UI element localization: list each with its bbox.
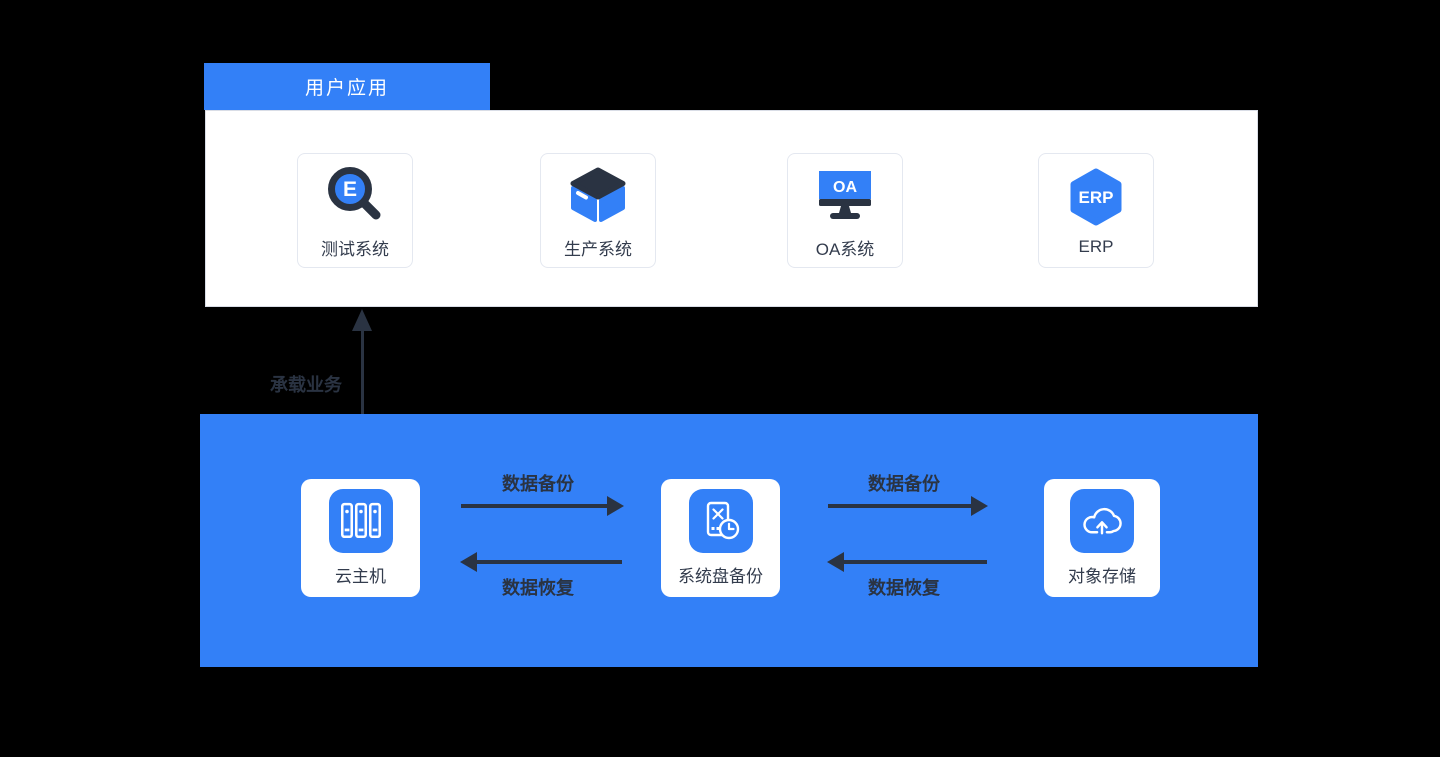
server-rack-icon [340,502,381,539]
node-system-disk-backup: 系统盘备份 [661,479,780,597]
hexagon-icon: ERP [1067,164,1125,230]
magnifier-icon-letter: E [343,178,357,201]
cube-icon [570,167,626,222]
app-card-erp: ERP ERP [1038,153,1154,268]
app-card-test-system: E 测试系统 [297,153,413,268]
monitor-icon: OA [819,170,871,219]
infrastructure-panel: 云主机 数据备份 数据恢复 系统盘备份 数据备份 [200,414,1258,667]
app-card-production-system: 生产系统 [540,153,656,268]
app-card-label: 测试系统 [321,239,389,259]
app-card-label: ERP [1078,237,1114,256]
monitor-icon: OA [816,162,874,228]
backup-flow-label: 数据备份 [868,474,940,494]
node-label: 对象存储 [1068,567,1136,586]
restore-flow-label: 数据恢复 [868,578,940,598]
node-label: 云主机 [335,567,386,586]
hexagon-icon-text: ERP [1079,188,1114,207]
restore-flow-label: 数据恢复 [502,578,574,598]
cloud-upload-icon [1070,489,1134,553]
server-rack-icon [328,489,393,553]
magnifier-e-icon: E [328,166,381,219]
app-card-label: OA系统 [815,239,875,259]
restore-arrow-left [827,552,987,572]
backup-arrow-right [828,496,988,516]
backup-arrow-right [461,496,624,516]
carry-business-arrowhead-icon [352,309,372,331]
backup-flow-label: 数据备份 [502,474,574,494]
node-label: 系统盘备份 [678,567,763,586]
user-apps-tab: 用户应用 [204,63,490,110]
hexagon-icon: ERP [1070,168,1122,226]
disk-backup-clock-icon [706,501,739,540]
carry-business-arrow-line [361,330,364,478]
user-apps-panel: E 测试系统 生产系统 OA [205,110,1258,307]
disk-backup-clock-icon [688,489,753,553]
node-cloud-host: 云主机 [301,479,420,597]
app-card-label: 生产系统 [564,239,632,259]
carry-business-label: 承载业务 [270,375,342,395]
node-object-storage: 对象存储 [1044,479,1160,597]
monitor-screen-text: OA [833,179,857,196]
magnifier-icon: E [324,162,386,228]
app-card-oa-system: OA OA系统 [787,153,903,268]
cube-icon [568,162,628,228]
cloud-upload-icon [1083,507,1122,535]
user-apps-tab-label: 用户应用 [304,78,389,99]
restore-arrow-left [460,552,622,572]
